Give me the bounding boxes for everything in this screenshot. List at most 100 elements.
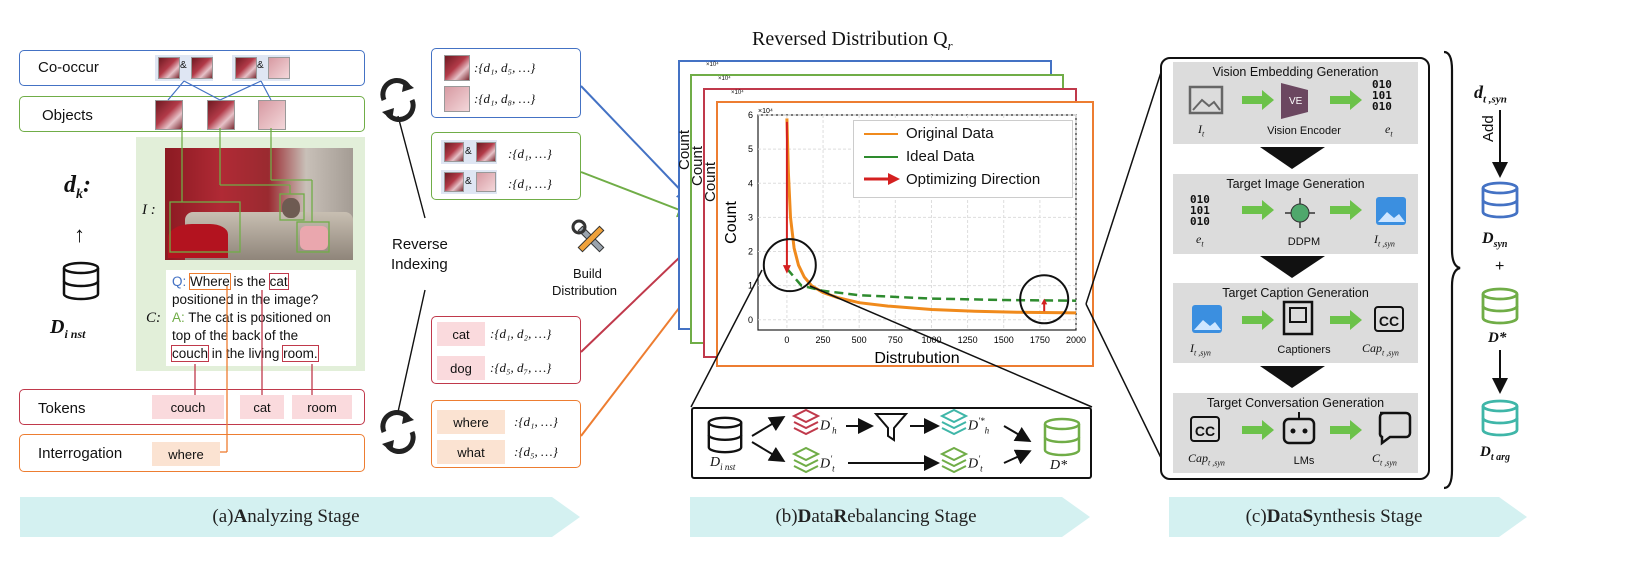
index-set: :{d₁, …} [508, 146, 552, 161]
chart-title: Reversed Distribution Qr [752, 28, 953, 53]
flow-dt: D′t [820, 454, 835, 474]
tools-icon [571, 219, 605, 253]
index-set: :{d₅, …} [514, 444, 558, 459]
x-tick-label: 2000 [1066, 335, 1086, 345]
step-c-label: Capt ,syn [1362, 341, 1399, 358]
flow-dh-star: D′*h [968, 416, 990, 436]
step-title: Target Conversation Generation [1206, 396, 1385, 410]
reverse-label-2: Indexing [391, 256, 448, 273]
db-dinst-icon [707, 416, 743, 454]
plus-label: + [1495, 258, 1505, 275]
index-set: :{d₁, …} [514, 414, 558, 429]
x-tick-label: 500 [852, 335, 867, 345]
step-mid-label: LMs [1293, 455, 1315, 467]
dk-label: dk: [64, 172, 91, 202]
index-interrogation: where [437, 410, 505, 434]
index-token: cat [437, 322, 485, 346]
c-label: C: [146, 310, 161, 326]
thumb-cat [158, 57, 180, 79]
index-set: :{d₅, d₇, …} [490, 360, 552, 375]
object-couch [155, 100, 183, 130]
flow-dinst: Di nst [710, 455, 736, 472]
object-cat [207, 100, 235, 130]
binary-icon: 010 101 010 [1190, 193, 1210, 228]
token-couch: couch [152, 395, 224, 419]
step-a-label: It ,syn [1190, 341, 1211, 358]
step-mid-label: DDPM [1287, 236, 1321, 248]
y-axis-label: Count [723, 201, 740, 244]
index-set: :{d₁, d₂, …} [490, 326, 552, 341]
exponent-label: ×10⁴ [706, 62, 719, 68]
legend-swatch-ideal [864, 156, 898, 158]
token-cat: cat [240, 395, 284, 419]
ve-icon-label: VE [1289, 96, 1303, 107]
cc-icon: CC [1190, 416, 1220, 442]
index-set: :{d₁, d₈, …} [474, 91, 536, 106]
database-icon [62, 261, 100, 301]
amp: & [465, 146, 472, 157]
build-label-1: Build [573, 266, 602, 281]
index-set: :{d₁, d₅, …} [474, 60, 536, 75]
optimizing-arrow-head [782, 265, 791, 274]
x-tick-label: 750 [888, 335, 903, 345]
amp: & [465, 176, 472, 187]
tokens-label: Tokens [38, 400, 86, 417]
thumb-cat [235, 57, 257, 79]
y-tick-label: 3 [748, 212, 753, 222]
zoom-circle-tail [1019, 274, 1070, 325]
objects-box: Objects [19, 96, 365, 132]
zoom-circle-head [762, 238, 817, 293]
step-a-label: Capt ,syn [1188, 451, 1225, 468]
cc-icon: CC [1374, 306, 1404, 332]
rebalance-zoom-lines [690, 59, 1166, 467]
dinst-label: Di nst [50, 316, 86, 341]
y-tick-label: 5 [748, 144, 753, 154]
thumb-pillow [444, 86, 470, 112]
x-tick-label: 1500 [994, 335, 1014, 345]
dtsyn-label: dt ,syn [1474, 82, 1507, 106]
step-mid-label: Vision Encoder [1267, 125, 1341, 137]
dsyn-label: Dsyn [1482, 230, 1508, 251]
legend-original: Original Data [906, 125, 994, 142]
step-title: Target Caption Generation [1222, 286, 1369, 300]
flow-dstar: D* [1050, 458, 1068, 473]
x-axis-label: Distrubution [874, 350, 959, 365]
rebalancing-flow-box [691, 407, 1092, 479]
analyzing-connectors [167, 78, 426, 454]
step-title: Vision Embedding Generation [1212, 65, 1379, 79]
step-a-label: It [1198, 122, 1205, 139]
object-pillow [258, 100, 286, 130]
flow-dt2: D′t [968, 454, 983, 474]
synthesis-icons [1188, 83, 1412, 446]
y-tick-label: 2 [748, 247, 753, 257]
exponent-label: ×10⁴ [731, 90, 744, 96]
x-tick-label: 1250 [958, 335, 978, 345]
step-a-label: et [1196, 232, 1204, 249]
step-target-conversation: Target Conversation Generation [1173, 393, 1418, 473]
y-tick-label: 1 [748, 281, 753, 291]
index-interrogation: what [437, 440, 505, 464]
step-c-label: Ct ,syn [1372, 451, 1397, 468]
index-set: :{d₁, …} [508, 176, 552, 191]
thumb-couch [476, 142, 496, 162]
interrogation-label: Interrogation [38, 445, 123, 462]
legend-optimizing: Optimizing Direction [906, 171, 1041, 188]
caption-text: Q: Where is the cat positioned in the im… [166, 270, 356, 366]
x-tick-label: 1000 [921, 335, 941, 345]
step-mid-label: Captioners [1277, 344, 1331, 356]
cat-shape [282, 198, 300, 218]
reverse-label-1: Reverse [392, 236, 448, 253]
x-tick-label: 1750 [1030, 335, 1050, 345]
y-tick-label: 0 [748, 315, 753, 325]
thumb-pillow [268, 57, 290, 79]
index-token: dog [437, 356, 485, 380]
flow-arrows [751, 408, 1081, 474]
legend-ideal: Ideal Data [906, 148, 975, 165]
binary-icon: 010 101 010 [1372, 78, 1392, 113]
x-tick-label: 0 [784, 335, 789, 345]
up-arrow: ↑ [74, 222, 85, 247]
flow-dh: D′h [820, 416, 837, 436]
